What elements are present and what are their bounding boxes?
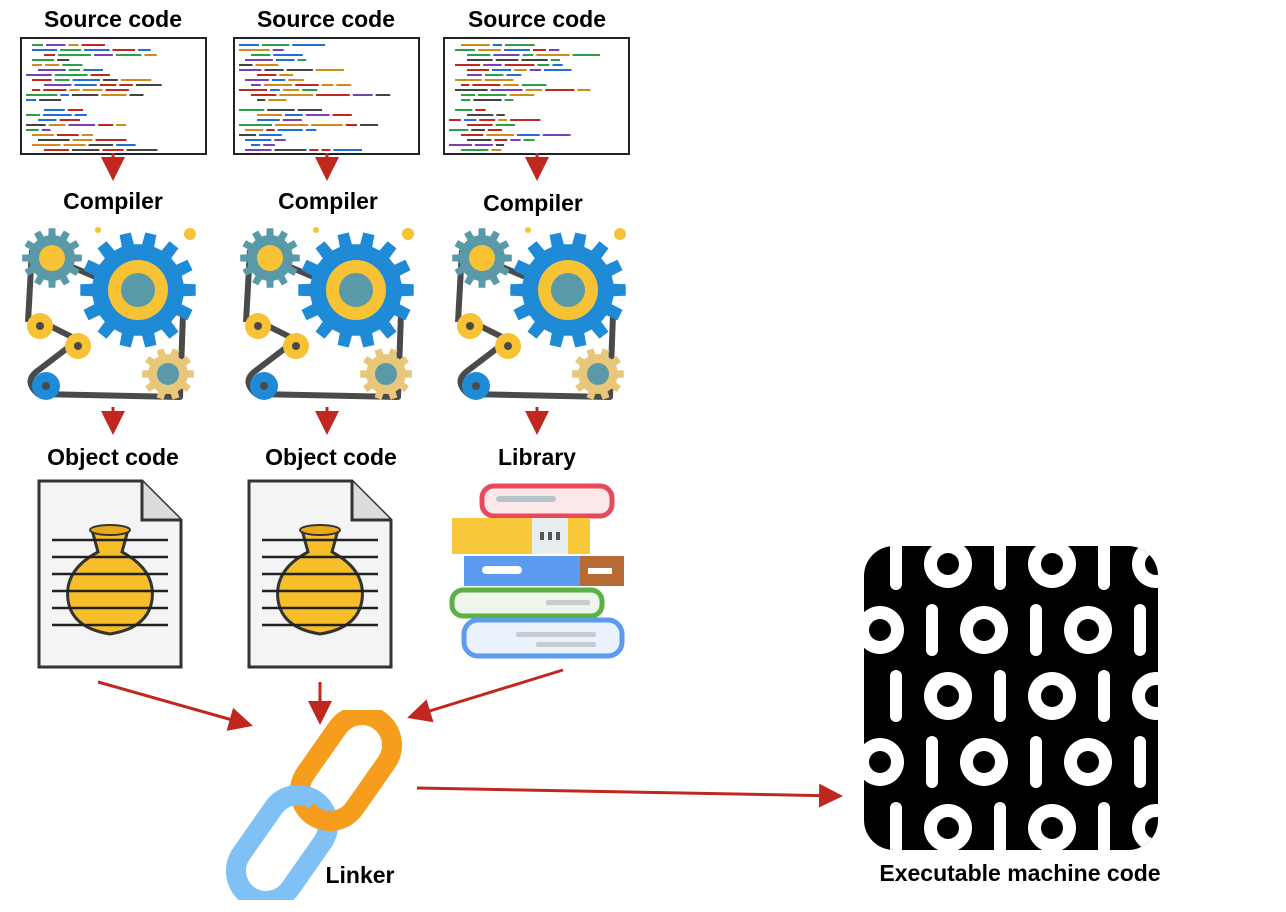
arrow-linker-to-executable: [416, 783, 843, 808]
object-file-icon-2: [246, 478, 394, 675]
chain-link-icon: [222, 705, 422, 911]
library-books-icon: [446, 482, 628, 669]
arrow-library-to-linker: [407, 668, 564, 723]
executable-label: Executable machine code: [879, 860, 1161, 886]
source-code-label-3: Source code: [467, 6, 607, 32]
source-code-label-2: Source code: [256, 6, 396, 32]
linker-label: Linker: [325, 862, 395, 888]
binary-code-icon: [864, 546, 1158, 855]
compiler-label-2: Compiler: [278, 188, 378, 214]
library-label: Library: [498, 444, 576, 470]
object-file-icon-1: [36, 478, 184, 675]
source-code-box-1: [20, 37, 207, 155]
object-code-label-1: Object code: [47, 444, 179, 470]
compiler-gears-icon-3: [448, 222, 630, 413]
source-code-label-1: Source code: [43, 6, 183, 32]
object-code-label-2: Object code: [265, 444, 397, 470]
compiler-label-3: Compiler: [483, 190, 583, 216]
compiler-label-1: Compiler: [63, 188, 163, 214]
compiler-gears-icon-2: [236, 222, 418, 413]
source-code-box-2: [233, 37, 420, 155]
compiler-gears-icon-1: [18, 222, 200, 413]
arrow-object1-to-linker: [97, 680, 253, 731]
